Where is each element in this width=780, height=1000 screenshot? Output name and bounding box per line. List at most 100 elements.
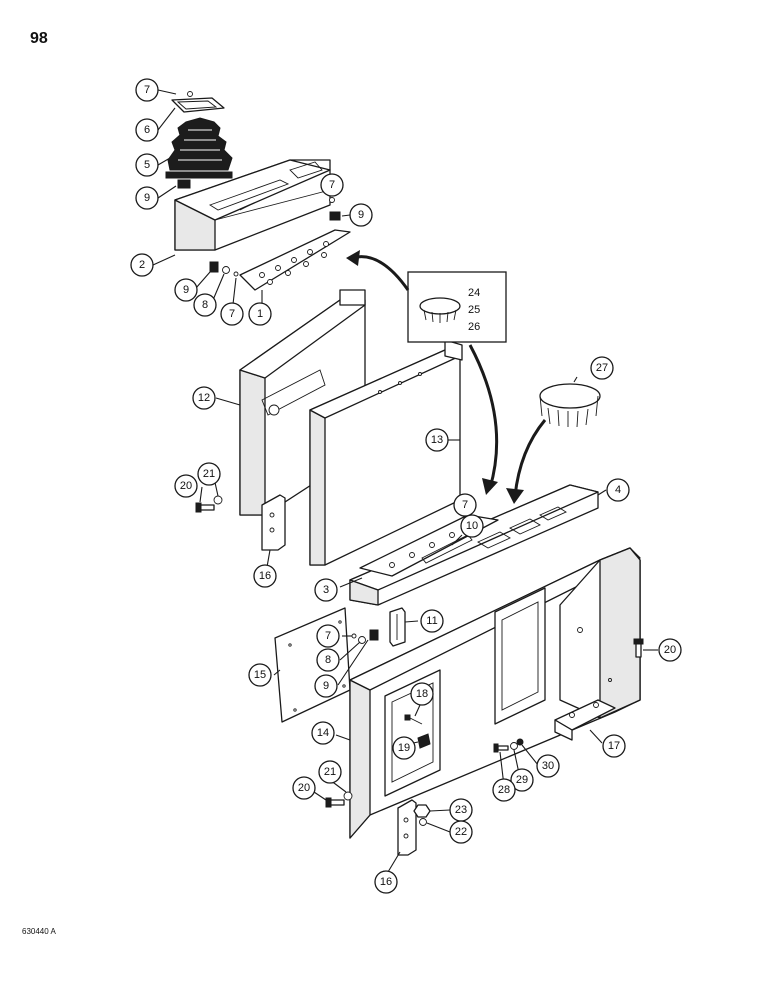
part-9-clip-lower: [209, 261, 219, 273]
callout-30: 30: [536, 754, 560, 778]
part-18-bolt: [404, 714, 423, 725]
callouts: 7 6 5 9 7 9 2 9 8 7 1 12 13 27 20 21 4 7…: [130, 78, 682, 894]
part-7-screw-lower: [233, 271, 239, 277]
part-23-nut: [413, 804, 431, 818]
callout-9-upper-left: 9: [135, 186, 159, 210]
callout-5: 5: [135, 153, 159, 177]
arrow-cap-27-to-4: [506, 419, 547, 504]
callout-7-mid: 7: [453, 493, 477, 517]
part-7-screw-lowmid: [351, 633, 357, 639]
cap-box: 24 25 26: [407, 271, 507, 343]
callout-21-lower: 21: [318, 760, 342, 784]
callout-label: 20: [180, 480, 192, 492]
arrow-to-plate-1: [346, 250, 410, 291]
callout-label: 8: [202, 299, 208, 311]
callout-label: 9: [358, 209, 364, 221]
part-16-bracket-upper: [261, 494, 286, 551]
callout-label: 9: [323, 680, 329, 692]
part-28-bolt: [493, 743, 509, 753]
page-number: 98: [30, 30, 48, 47]
callout-label: 5: [144, 159, 150, 171]
part-19-clamp: [417, 733, 431, 749]
callout-label: 19: [398, 742, 410, 754]
callout-label: 7: [462, 499, 468, 511]
callout-1: 1: [248, 302, 272, 326]
part-5-rubber-boot: [165, 117, 233, 179]
part-20-bolt-right: [633, 638, 644, 658]
part-7-screw-top: [187, 91, 193, 97]
callout-15: 15: [248, 663, 272, 687]
callout-20-lower: 20: [292, 776, 316, 800]
callout-label: 7: [325, 630, 331, 642]
callout-label: 22: [455, 826, 467, 838]
callout-label: 1: [257, 308, 263, 320]
callout-label: 7: [329, 179, 335, 191]
callout-label: 8: [325, 654, 331, 666]
figure-code: 630440 A: [22, 927, 56, 936]
part-9-clip-right: [329, 211, 341, 221]
part-20-bolt-lower: [325, 797, 345, 808]
cap-label-24: 24: [468, 287, 480, 299]
callout-29: 29: [510, 768, 534, 792]
part-9-clip-upper-left: [177, 179, 191, 189]
callout-label: 16: [380, 876, 392, 888]
callout-label: 30: [542, 760, 554, 772]
part-7-screw-right: [329, 197, 335, 203]
callout-label: 13: [431, 434, 443, 446]
callout-20-right: 20: [658, 638, 682, 662]
callout-3: 3: [314, 578, 338, 602]
callout-label: 21: [324, 766, 336, 778]
callout-28: 28: [492, 778, 516, 802]
callout-10: 10: [460, 514, 484, 538]
callout-14: 14: [311, 721, 335, 745]
callout-17: 17: [602, 734, 626, 758]
part-21-washer-upper: [213, 495, 223, 505]
callout-label: 9: [183, 284, 189, 296]
callout-label: 27: [596, 362, 608, 374]
part-16-bracket-lower: [397, 799, 417, 856]
callout-label: 9: [144, 192, 150, 204]
part-8-washer-upper: [222, 266, 230, 274]
callout-9-lower: 9: [174, 278, 198, 302]
callout-label: 17: [608, 740, 620, 752]
callout-6: 6: [135, 118, 159, 142]
part-30-washer: [516, 738, 524, 746]
part-17-bracket: [554, 699, 616, 741]
callout-label: 12: [198, 392, 210, 404]
callout-9-right: 9: [349, 203, 373, 227]
part-8-washer-mid: [358, 636, 366, 644]
part-29-washer: [510, 742, 518, 750]
callout-label: 15: [254, 669, 266, 681]
callout-label: 6: [144, 124, 150, 136]
callout-8-upper: 8: [193, 293, 217, 317]
part-11-block: [389, 607, 406, 647]
callout-19: 19: [392, 736, 416, 760]
callout-16-upper: 16: [253, 564, 277, 588]
callout-label: 7: [229, 308, 235, 320]
callout-label: 28: [498, 784, 510, 796]
part-9-clip-mid: [369, 629, 379, 641]
callout-22: 22: [449, 820, 473, 844]
callout-7-right: 7: [320, 173, 344, 197]
part-20-bolt-upper: [195, 502, 215, 513]
callout-2: 2: [130, 253, 154, 277]
callout-label: 20: [298, 782, 310, 794]
callout-label: 14: [317, 727, 329, 739]
callout-label: 21: [203, 468, 215, 480]
part-15-side-sheet: [274, 607, 351, 723]
callout-11: 11: [420, 609, 444, 633]
callout-label: 2: [139, 259, 145, 271]
part-13-right-panel: [309, 339, 463, 566]
callout-23: 23: [449, 798, 473, 822]
part-21-washer-lower: [343, 791, 353, 801]
callout-7-top: 7: [135, 78, 159, 102]
callout-label: 3: [323, 584, 329, 596]
callout-13: 13: [425, 428, 449, 452]
cap-label-25: 25: [468, 304, 480, 316]
callout-18: 18: [410, 682, 434, 706]
callout-8-mid: 8: [316, 648, 340, 672]
callout-16-lower: 16: [374, 870, 398, 894]
callout-label: 7: [144, 84, 150, 96]
callout-20-upper: 20: [174, 474, 198, 498]
